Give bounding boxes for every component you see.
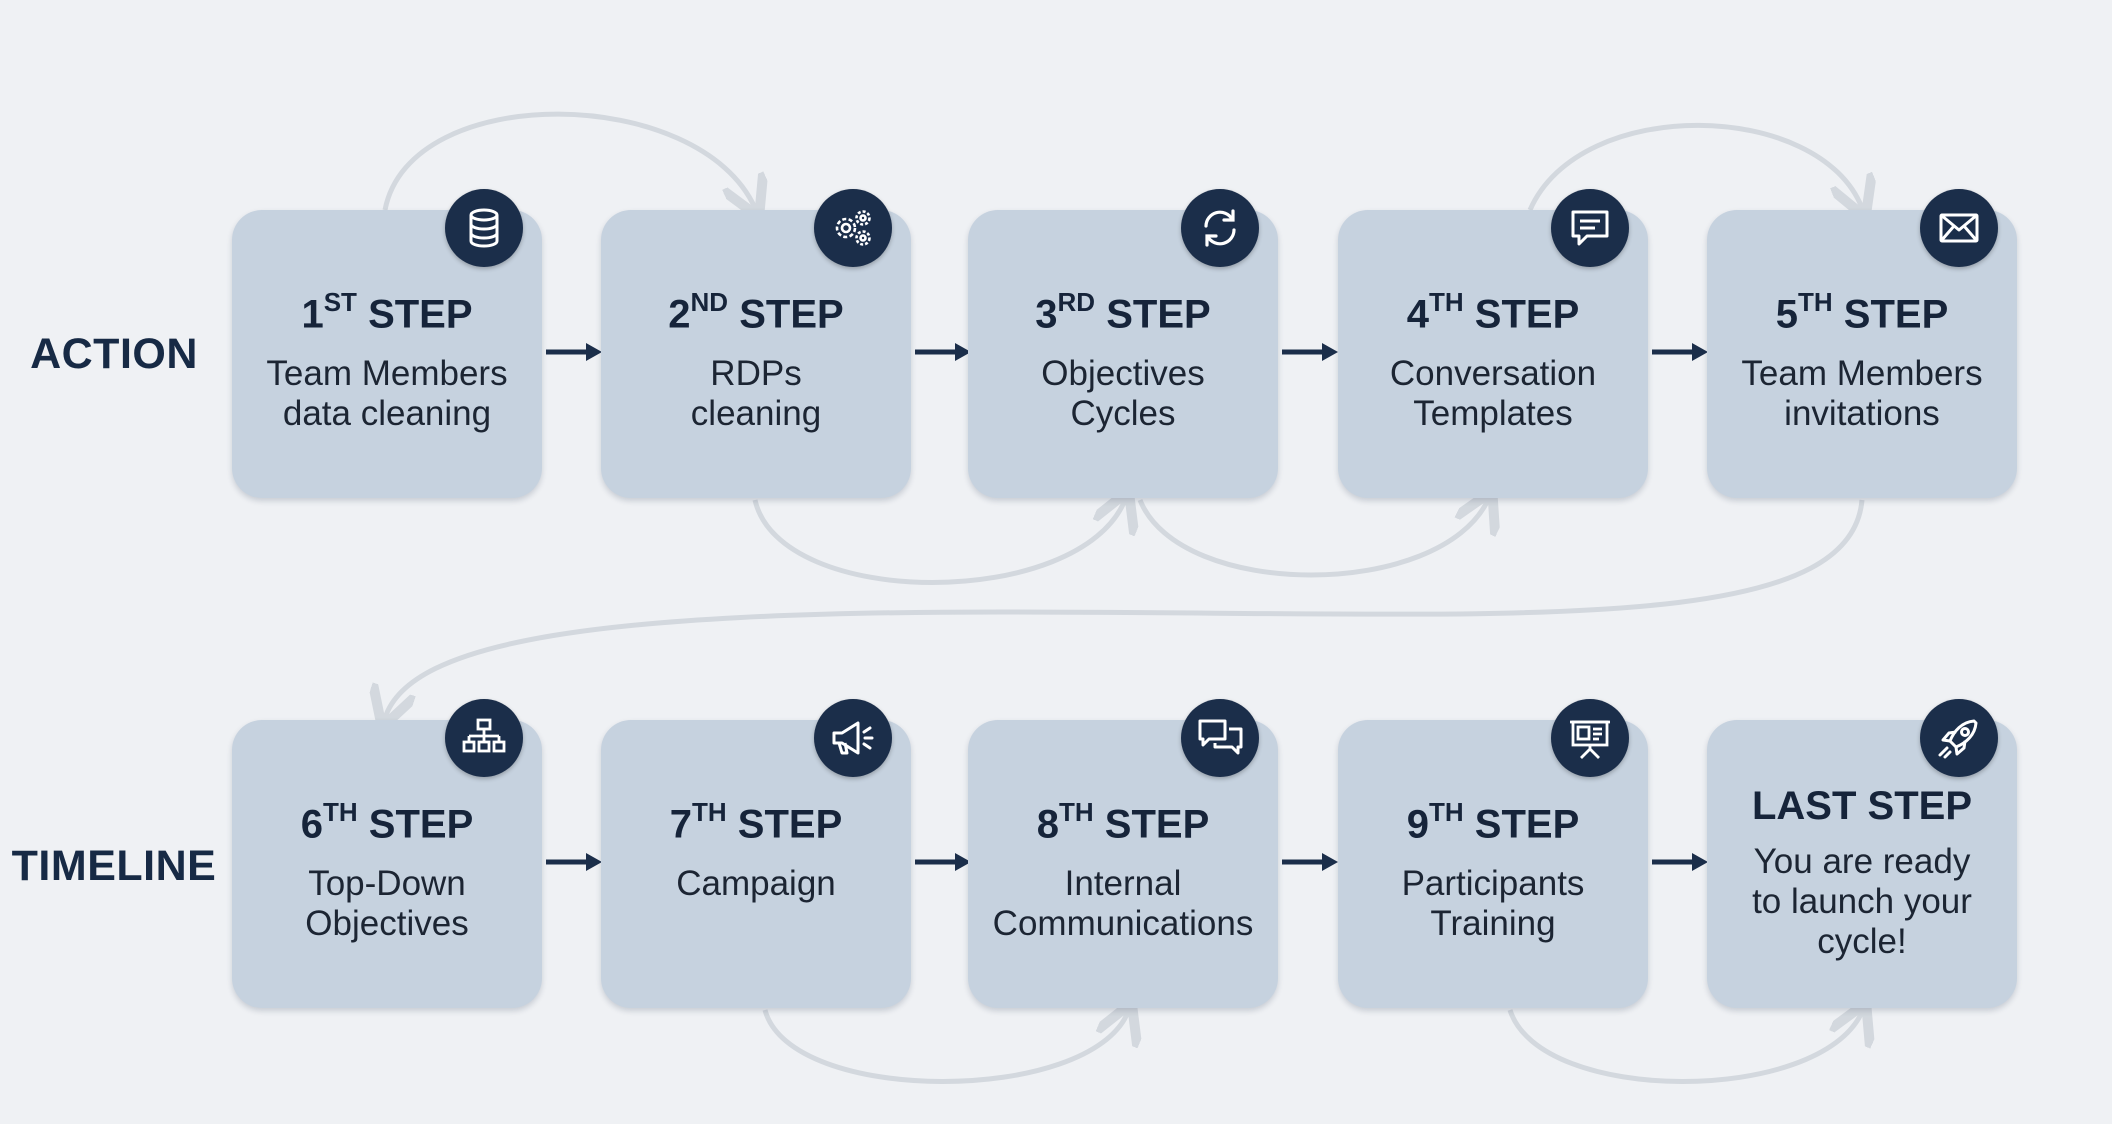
curve-connector	[385, 499, 1865, 718]
refresh-cycle-icon	[1181, 189, 1259, 267]
step-title: 3RD STEP	[968, 282, 1278, 336]
curve-connector	[1137, 500, 1488, 578]
step-ordinal-suffix: TH	[1428, 287, 1464, 317]
arrow-right-icon	[1280, 340, 1340, 364]
step-description-line: Top-Down	[308, 864, 466, 904]
step-description-line: Participants	[1401, 864, 1585, 904]
step-ordinal-suffix: ND	[690, 287, 729, 317]
step-number: 5	[1775, 292, 1798, 337]
step-title: 8TH STEP	[968, 792, 1278, 846]
arrow-right-icon	[913, 340, 973, 364]
presentation-board-icon	[1551, 699, 1629, 777]
arrow-right-icon	[1280, 850, 1340, 874]
step-description: Campaign	[601, 864, 911, 904]
step-description-line: Campaign	[676, 864, 836, 904]
step-ordinal-suffix: RD	[1057, 287, 1096, 317]
step-title: LAST STEP	[1707, 784, 2017, 828]
step-title: 7TH STEP	[601, 792, 911, 846]
step-word: STEP	[1106, 292, 1211, 337]
step-ordinal-suffix: TH	[1797, 287, 1833, 317]
step-title: 9TH STEP	[1338, 792, 1648, 846]
curve-connector	[752, 500, 1125, 585]
step-title: 5TH STEP	[1707, 282, 2017, 336]
step-number: 7	[669, 802, 692, 847]
step-word: STEP	[1474, 292, 1580, 337]
step-description-line: Internal	[1064, 864, 1182, 904]
curve-connector	[1527, 122, 1862, 210]
step-ordinal-suffix: TH	[1428, 797, 1464, 827]
step-word: STEP	[368, 802, 474, 847]
step-title: 6TH STEP	[232, 792, 542, 846]
step-description-line: Cycles	[1070, 394, 1176, 434]
step-number: LAST STEP	[1751, 784, 1973, 828]
step-description-line: cycle!	[1817, 922, 1907, 961]
step-number: 4	[1406, 292, 1429, 337]
step-title: 2ND STEP	[601, 282, 911, 336]
step-description-line: Conversation	[1389, 354, 1597, 394]
step-description-line: Templates	[1413, 394, 1573, 434]
curve-connector	[382, 111, 755, 210]
curve-connector	[762, 1010, 1128, 1084]
step-ordinal-suffix: TH	[322, 797, 358, 827]
step-number: 8	[1036, 802, 1059, 847]
step-word: STEP	[1104, 802, 1210, 847]
step-word: STEP	[737, 802, 843, 847]
chat-bubble-icon	[1551, 189, 1629, 267]
database-icon	[445, 189, 523, 267]
step-number: 6	[300, 802, 323, 847]
step-number: 2	[668, 292, 691, 337]
step-title: 4TH STEP	[1338, 282, 1648, 336]
step-word: STEP	[739, 292, 844, 337]
gears-icon	[814, 189, 892, 267]
step-description-line: Training	[1430, 904, 1556, 944]
curve-connector	[1507, 1010, 1862, 1084]
step-description-line: Objectives	[1041, 354, 1205, 394]
arrow-right-icon	[913, 850, 973, 874]
chat-bubbles-icon	[1181, 699, 1259, 777]
step-description-line: Team Members	[266, 354, 508, 394]
org-chart-icon	[445, 699, 523, 777]
megaphone-icon	[814, 699, 892, 777]
step-ordinal-suffix: TH	[691, 797, 727, 827]
step-description-line: Communications	[992, 904, 1254, 944]
row-label-action: ACTION	[30, 330, 198, 378]
step-description-line: to launch your	[1752, 882, 1972, 921]
step-title: 1ST STEP	[232, 282, 542, 336]
arrow-right-icon	[1650, 850, 1710, 874]
step-description-line: invitations	[1784, 394, 1940, 434]
step-description-line: Objectives	[305, 904, 469, 944]
step-number: 3	[1035, 292, 1058, 337]
step-description-line: Team Members	[1741, 354, 1983, 394]
step-word: STEP	[1843, 292, 1949, 337]
step-description-line: data cleaning	[282, 394, 492, 434]
step-number: 1	[301, 292, 324, 337]
step-word: STEP	[1474, 802, 1580, 847]
arrow-right-icon	[544, 340, 604, 364]
arrow-right-icon	[544, 850, 604, 874]
step-description-line: You are ready	[1753, 842, 1971, 881]
rocket-icon	[1920, 699, 1998, 777]
step-word: STEP	[368, 292, 473, 337]
step-description-line: cleaning	[690, 394, 822, 434]
arrow-right-icon	[1650, 340, 1710, 364]
row-label-timeline: TIMELINE	[11, 842, 217, 890]
step-ordinal-suffix: ST	[323, 287, 357, 317]
step-description-line: RDPs	[710, 354, 802, 394]
step-ordinal-suffix: TH	[1058, 797, 1094, 827]
envelope-icon	[1920, 189, 1998, 267]
step-number: 9	[1406, 802, 1429, 847]
